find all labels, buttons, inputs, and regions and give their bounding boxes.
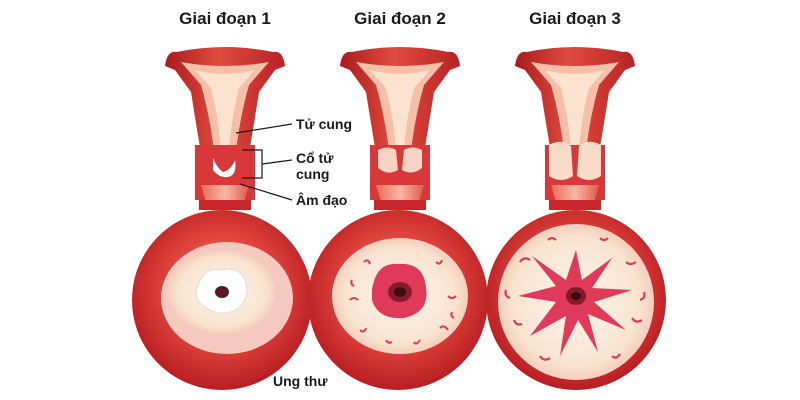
cancer-label: Ung thư [273, 373, 328, 389]
cervix-label: Cổ tử cung [296, 150, 334, 182]
uterus-stage-1 [165, 47, 285, 210]
stage-3-title: Giai đoạn 3 [529, 9, 621, 28]
uterus-stage-2 [340, 47, 460, 210]
vagina-label: Âm đạo [296, 192, 348, 208]
cervix-view-stage-3 [486, 210, 666, 390]
uterus-stage-3 [515, 47, 635, 210]
cervix-view-stage-1 [132, 210, 312, 390]
uterus-label: Tử cung [296, 116, 353, 132]
cervix-view-stage-2 [308, 210, 488, 390]
stage-1-title: Giai đoạn 1 [179, 9, 271, 28]
stage-2-title: Giai đoạn 2 [354, 9, 446, 28]
